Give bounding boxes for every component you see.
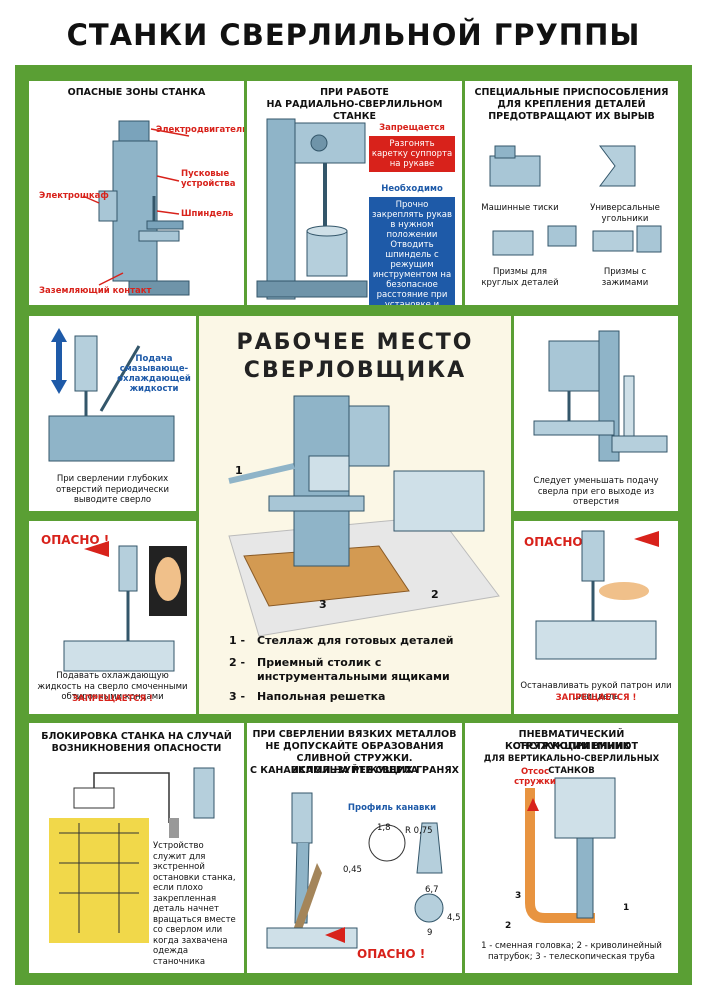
legend-text-2: Приемный столик с инструментальными ящик… xyxy=(257,656,450,683)
poster-board: ОПАСНЫЕ ЗОНЫ СТАНКА Электродвигатель Пус… xyxy=(15,65,692,985)
label-start-devices: Пусковые устройства xyxy=(181,169,236,189)
callout-3: 3 xyxy=(515,891,522,901)
legend-text-3: Напольная решетка xyxy=(257,690,386,703)
callout-2: 2 xyxy=(505,921,512,931)
legend-num-1: 1 - xyxy=(229,634,246,647)
hand-caption: Останавливать рукой патрон или шпиндель xyxy=(520,681,672,702)
dim-1-8: 1,8 xyxy=(377,823,391,833)
required-tag: Необходимо xyxy=(381,184,443,194)
rag-caption: Подавать охлаждающую жидкость на сверло … xyxy=(37,671,188,702)
forbidden-box: Разгонять каретку суппорта на рукаве xyxy=(369,136,455,172)
fixture-vise: Машинные тиски xyxy=(481,203,559,213)
required-box-1: Прочно закреплять рукав в нужном положен… xyxy=(369,197,455,243)
chip-illustration xyxy=(266,792,444,949)
callout-2: 2 xyxy=(431,588,439,601)
poster-title: СТАНКИ СВЕРЛИЛЬНОЙ ГРУППЫ xyxy=(66,18,641,52)
pneumatic-caption: 1 - сменная головка; 2 - криволинейный п… xyxy=(481,941,662,962)
interlock-caption: Устройство служит для экстренной останов… xyxy=(153,841,236,967)
feed-caption: Следует уменьшать подачу сверла при его … xyxy=(533,476,659,507)
panel-title-line-1: БЛОКИРОВКА СТАНКА НА СЛУЧАЙ xyxy=(41,731,232,742)
legend-num-3: 3 - xyxy=(229,690,246,703)
label-cabinet: Электрошкаф xyxy=(39,191,109,201)
panel-danger-hand: ОПАСНО ! Останавливать рукой патрон или … xyxy=(514,521,678,714)
coolant-caption: При сверлении глубоких отверстий периоди… xyxy=(55,474,170,505)
panel-title-line-3: ПРЕДОТВРАЩАЮТ ИХ ВЫРЫВ xyxy=(488,111,655,122)
label-motor: Электродвигатель xyxy=(156,125,244,135)
rag-forbidden: ЗАПРЕЩАЕТСЯ ! xyxy=(72,694,153,704)
panel-coolant: Подача смазывающе-охлаждающей жидкости П… xyxy=(29,316,196,511)
fixtures-illustration xyxy=(489,145,662,256)
dim-9: 9 xyxy=(427,928,433,938)
legend-num-2: 2 - xyxy=(229,656,246,669)
coolant-label: Подача смазывающе-охлаждающей жидкости xyxy=(117,354,191,394)
panel-title-line-1: СПЕЦИАЛЬНЫЕ ПРИСПОСОБЛЕНИЯ xyxy=(474,87,669,98)
panel-feed: Следует уменьшать подачу сверла при его … xyxy=(514,316,678,511)
panel-title-line-2: НЕ ДОПУСКАЙТЕ ОБРАЗОВАНИЯ СЛИВНОЙ СТРУЖК… xyxy=(265,741,444,776)
fixture-prism: Призмы для круглых деталей xyxy=(481,267,559,288)
panel-fixtures: СПЕЦИАЛЬНЫЕ ПРИСПОСОБЛЕНИЯ ДЛЯ КРЕПЛЕНИЯ… xyxy=(465,81,678,305)
panel-title-line-2: ВОЗНИКНОВЕНИЯ ОПАСНОСТИ xyxy=(51,743,222,754)
danger-label: ОПАСНО ! xyxy=(524,535,593,549)
panel-title: ОПАСНЫЕ ЗОНЫ СТАНКА xyxy=(67,87,206,98)
dim-r: R 0,75 xyxy=(405,826,433,836)
dim-4-5: 4,5 xyxy=(447,913,461,923)
panel-title-line-3: ДЛЯ ВЕРТИКАЛЬНО-СВЕРЛИЛЬНЫХ СТАНКОВ xyxy=(483,754,660,776)
label-ground: Заземляющий контакт xyxy=(39,286,152,296)
workplace-title-2: СВЕРЛОВЩИКА xyxy=(243,358,467,383)
machine-illustration xyxy=(82,120,190,296)
panel-title-line-2: НА РАДИАЛЬНО-СВЕРЛИЛЬНОМ СТАНКЕ xyxy=(266,99,443,122)
fixture-angle: Универсальные угольники xyxy=(590,203,660,224)
fixture-prism-clamp: Призмы с зажимами xyxy=(601,267,649,288)
profile-label: Профиль канавки xyxy=(347,803,437,813)
pneumatic-illustration xyxy=(525,777,616,923)
required-box-2: Отводить шпиндель с режущим инструментом… xyxy=(369,237,455,305)
dim-6-7: 6,7 xyxy=(425,885,439,895)
callout-3: 3 xyxy=(319,598,327,611)
feed-illustration xyxy=(533,330,668,462)
suction-label: Отсос стружки xyxy=(514,767,556,787)
panel-title-line-2: КОНСТРУКЦИИ ВНИИОТ xyxy=(505,741,638,752)
panel-radial-drill: ПРИ РАБОТЕ НА РАДИАЛЬНО-СВЕРЛИЛЬНОМ СТАН… xyxy=(247,81,462,305)
danger-label: ОПАСНО ! xyxy=(41,533,110,547)
panel-workplace: РАБОЧЕЕ МЕСТО СВЕРЛОВЩИКА 1 2 3 1 - Стел… xyxy=(199,316,511,714)
panel-interlock: БЛОКИРОВКА СТАНКА НА СЛУЧАЙ ВОЗНИКНОВЕНИ… xyxy=(29,723,244,973)
panel-hazard-zones: ОПАСНЫЕ ЗОНЫ СТАНКА Электродвигатель Пус… xyxy=(29,81,244,305)
panel-title-line-3: С КАНАВКАМИ НА РЕЖУЩИХ ГРАНЯХ xyxy=(250,765,459,776)
callout-1: 1 xyxy=(235,464,243,477)
panel-pneumatic: ПНЕВМАТИЧЕСКИЙ СТРУЖКОПРИЕМНИК КОНСТРУКЦ… xyxy=(465,723,678,973)
rag-illustration xyxy=(63,541,187,672)
interlock-diagram xyxy=(49,767,215,943)
forbidden-tag: Запрещается xyxy=(379,123,445,133)
legend-text-1: Стеллаж для готовых деталей xyxy=(257,634,454,647)
panel-title-line-1: ПРИ СВЕРЛЕНИИ ВЯЗКИХ МЕТАЛЛОВ xyxy=(252,729,457,740)
coolant-illustration xyxy=(48,328,175,462)
panel-chip: ПРИ СВЕРЛЕНИИ ВЯЗКИХ МЕТАЛЛОВ НЕ ДОПУСКА… xyxy=(247,723,462,973)
panel-title-line-2: ДЛЯ КРЕПЛЕНИЯ ДЕТАЛЕЙ xyxy=(497,99,646,110)
workplace-title-1: РАБОЧЕЕ МЕСТО xyxy=(236,330,474,355)
panel-danger-rag: ОПАСНО ! Подавать охлаждающую жидкость н… xyxy=(29,521,196,714)
danger-label: ОПАСНО ! xyxy=(357,947,426,961)
hand-forbidden: ЗАПРЕЩАЕТСЯ ! xyxy=(555,693,637,703)
callout-1: 1 xyxy=(623,903,630,913)
workplace-illustration xyxy=(228,395,500,637)
panel-title-line-1: ПНЕВМАТИЧЕСКИЙ СТРУЖКОПРИЕМНИК xyxy=(512,729,631,752)
label-spindle: Шпиндель xyxy=(181,209,234,219)
radial-drill-illustration xyxy=(256,118,368,300)
panel-title-line-1: ПРИ РАБОТЕ xyxy=(320,87,389,98)
hand-illustration xyxy=(535,530,659,660)
dim-0-45: 0,45 xyxy=(343,865,362,875)
